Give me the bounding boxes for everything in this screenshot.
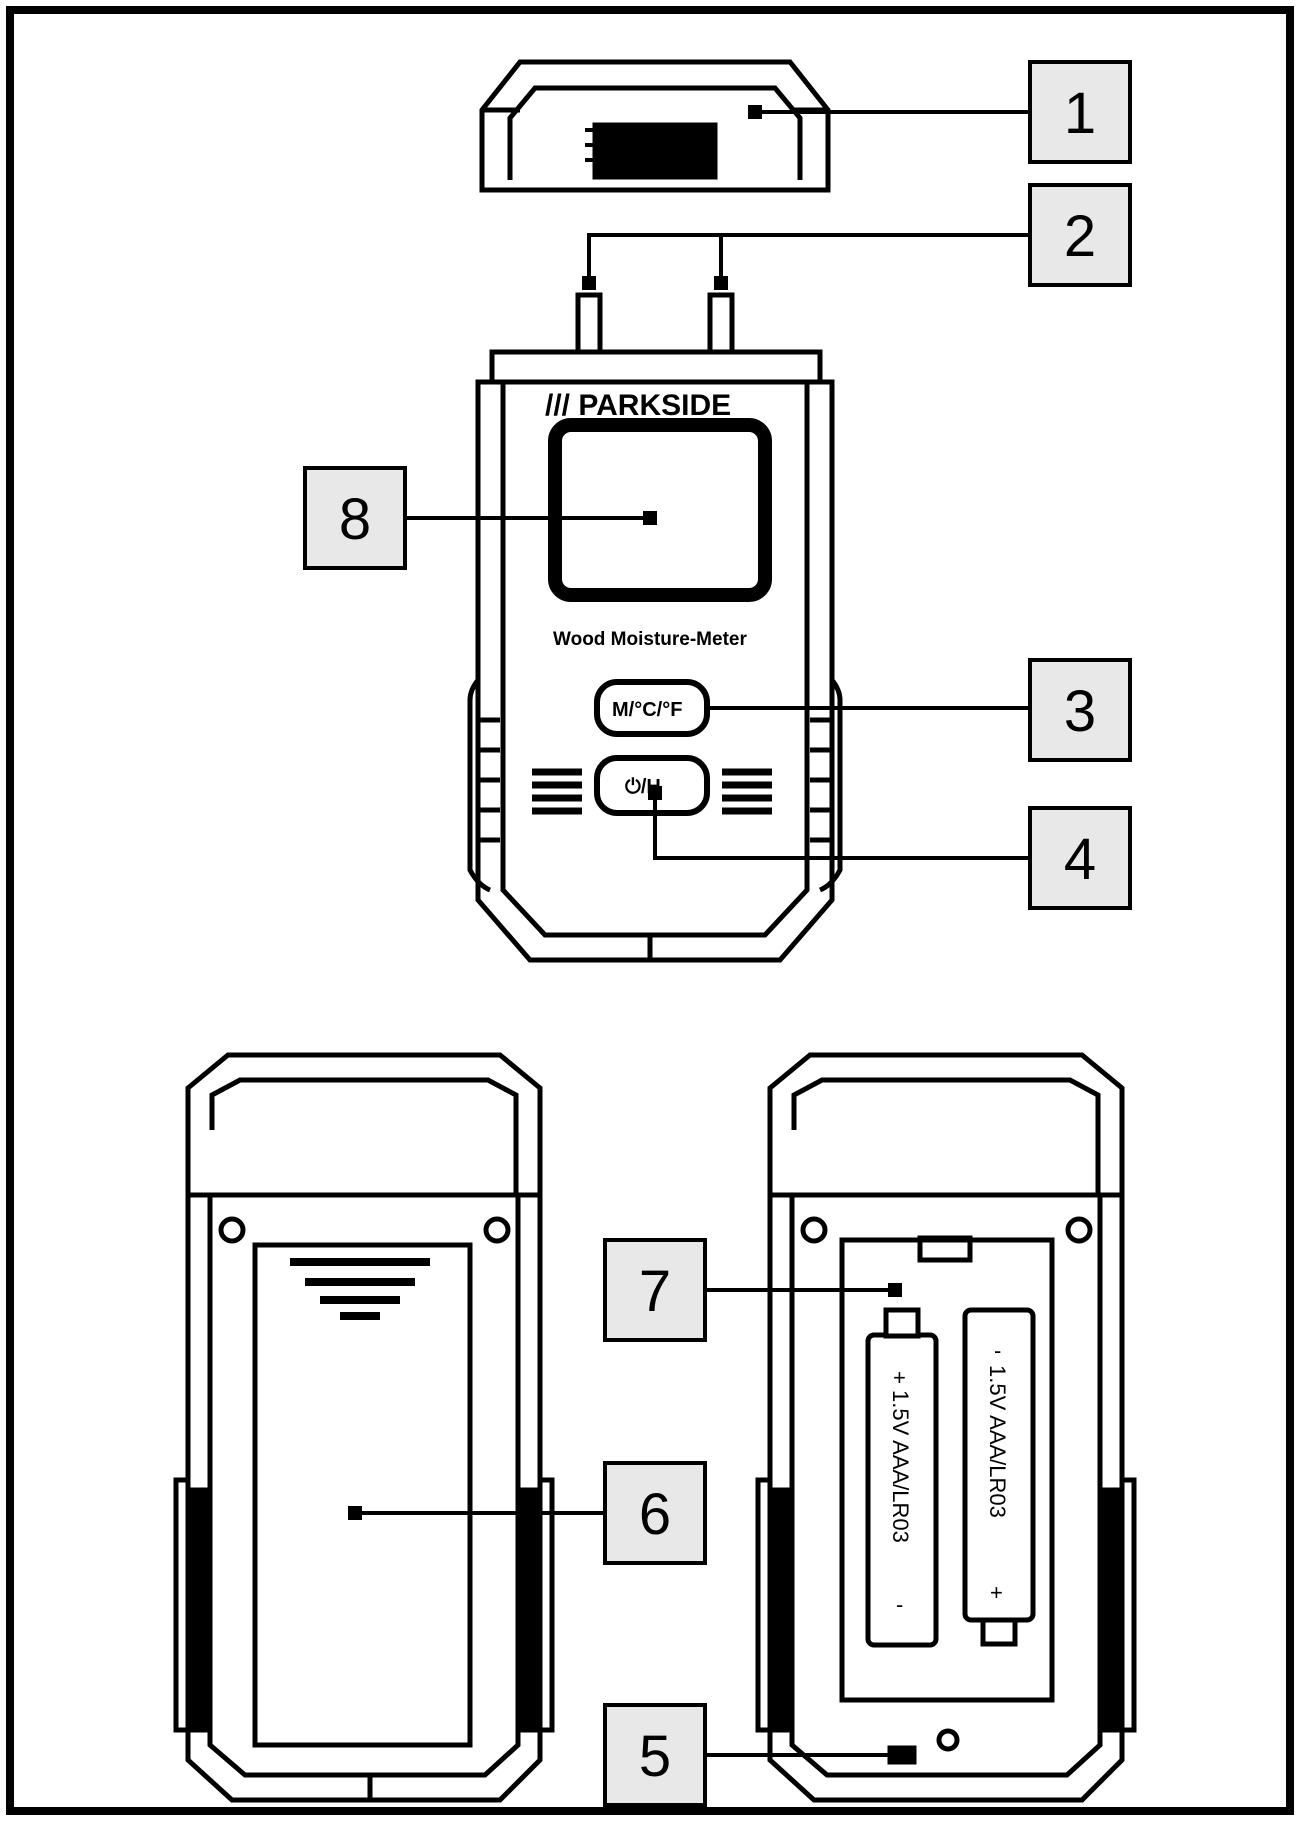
electrode-pin-right — [707, 292, 735, 358]
callout-4-label: 4 — [1064, 827, 1096, 892]
battery-label-right: 1.5V AAA/LR03 — [985, 1365, 1010, 1518]
callout-6-label: 6 — [639, 1482, 671, 1547]
meter-back-open — [755, 1052, 1137, 1803]
outer-border — [6, 6, 1294, 1815]
battery-label-left: 1.5V AAA/LR03 — [888, 1390, 913, 1543]
battery-plus-left: + — [893, 1365, 906, 1390]
callout-5: 5 — [603, 1703, 707, 1807]
callout-6: 6 — [603, 1461, 707, 1565]
callout-7-label: 7 — [639, 1259, 671, 1324]
battery-minus-left: - — [896, 1592, 903, 1617]
protective-cap — [479, 59, 831, 193]
callout-8-label: 8 — [339, 487, 371, 552]
callout-2-label: 2 — [1064, 204, 1096, 269]
callout-7: 7 — [603, 1238, 707, 1342]
brand-logo: /// PARKSIDE — [545, 389, 731, 422]
power-button — [594, 755, 710, 816]
callout-2: 2 — [1028, 183, 1132, 287]
callout-3-label: 3 — [1064, 679, 1096, 744]
device-label: Wood Moisture-Meter — [553, 629, 747, 650]
display-screen — [548, 418, 772, 602]
callout-1-label: 1 — [1064, 81, 1096, 146]
electrode-pin-left — [575, 292, 603, 358]
meter-back-closed — [173, 1052, 555, 1803]
callout-5-label: 5 — [639, 1724, 671, 1789]
battery-cover — [252, 1242, 473, 1748]
leader-lines — [348, 105, 1030, 1762]
battery-plus-right: + — [990, 1580, 1003, 1605]
callout-1: 1 — [1028, 60, 1132, 164]
callout-8: 8 — [303, 466, 407, 570]
callout-3: 3 — [1028, 658, 1132, 762]
battery-minus-right: - — [994, 1338, 1001, 1363]
meter-front — [467, 292, 843, 963]
callout-4: 4 — [1028, 806, 1132, 910]
mode-button-label: M/°C/°F — [612, 699, 682, 721]
